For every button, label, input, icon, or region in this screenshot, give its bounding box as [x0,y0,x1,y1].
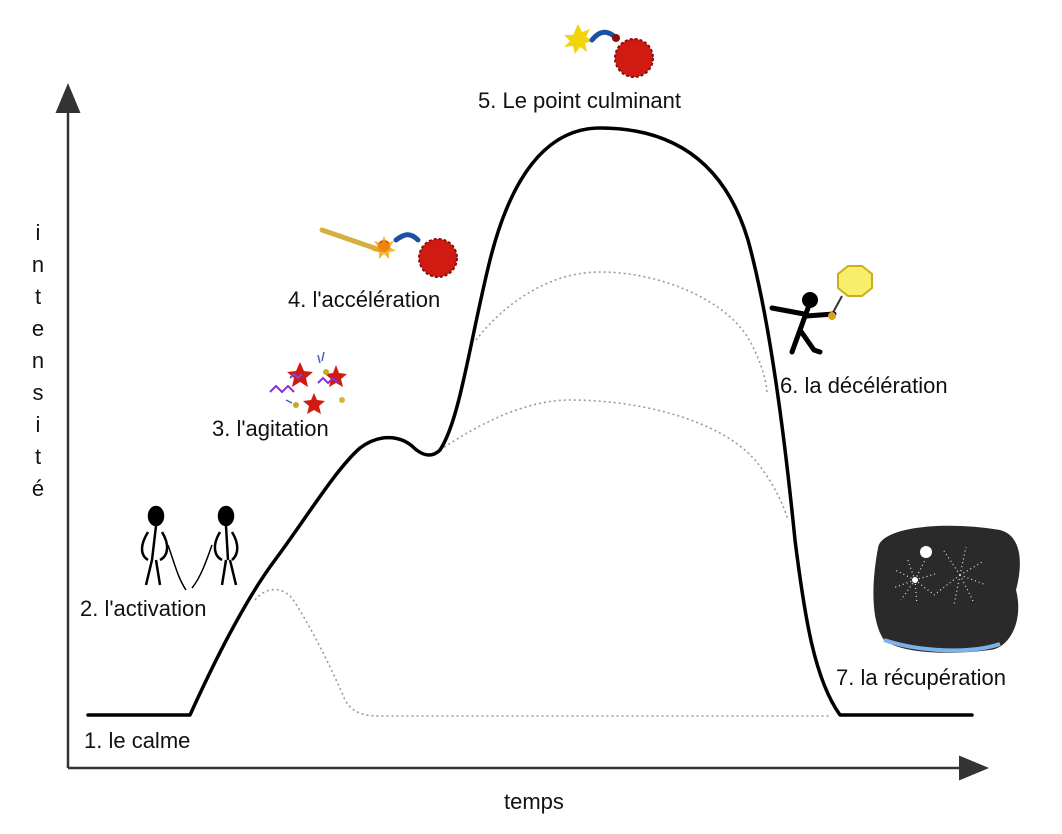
two-stick-figures-icon [140,505,239,591]
phase-label-agitation: 3. l'agitation [212,416,329,441]
stars-confetti-icon [269,351,347,414]
phase-label-activation: 2. l'activation [80,596,207,621]
phase-label-deceleration: 6. la décélération [780,373,948,398]
y-axis-letter: i [35,412,41,437]
bomb-exploding-fuse-icon [564,24,654,78]
figure-with-sign-icon [769,265,873,355]
y-axis-letter: e [31,316,45,341]
y-axis-letter: i [35,220,41,245]
dotted-middle-wave [439,399,789,521]
y-axis-letter: t [34,444,42,469]
y-axis-letter: é [31,476,45,501]
phase-label-point-culminant: 5. Le point culminant [478,88,682,113]
phase-label-calme: 1. le calme [84,728,191,753]
match-lighting-bomb-icon [319,227,458,278]
dotted-small-wave [254,588,830,717]
phase-label-acceleration: 4. l'accélération [288,287,441,312]
escalation-curve [86,126,974,717]
fireworks-night-icon [873,525,1020,653]
dotted-upper-wave [475,271,768,393]
y-axis-letter: t [34,284,42,309]
y-axis-letter: n [31,252,45,277]
phase-label-recuperation: 7. la récupération [836,665,1006,690]
x-axis-label: temps [504,789,564,814]
y-axis-letter: n [31,348,45,373]
y-axis-letter: s [32,380,44,405]
